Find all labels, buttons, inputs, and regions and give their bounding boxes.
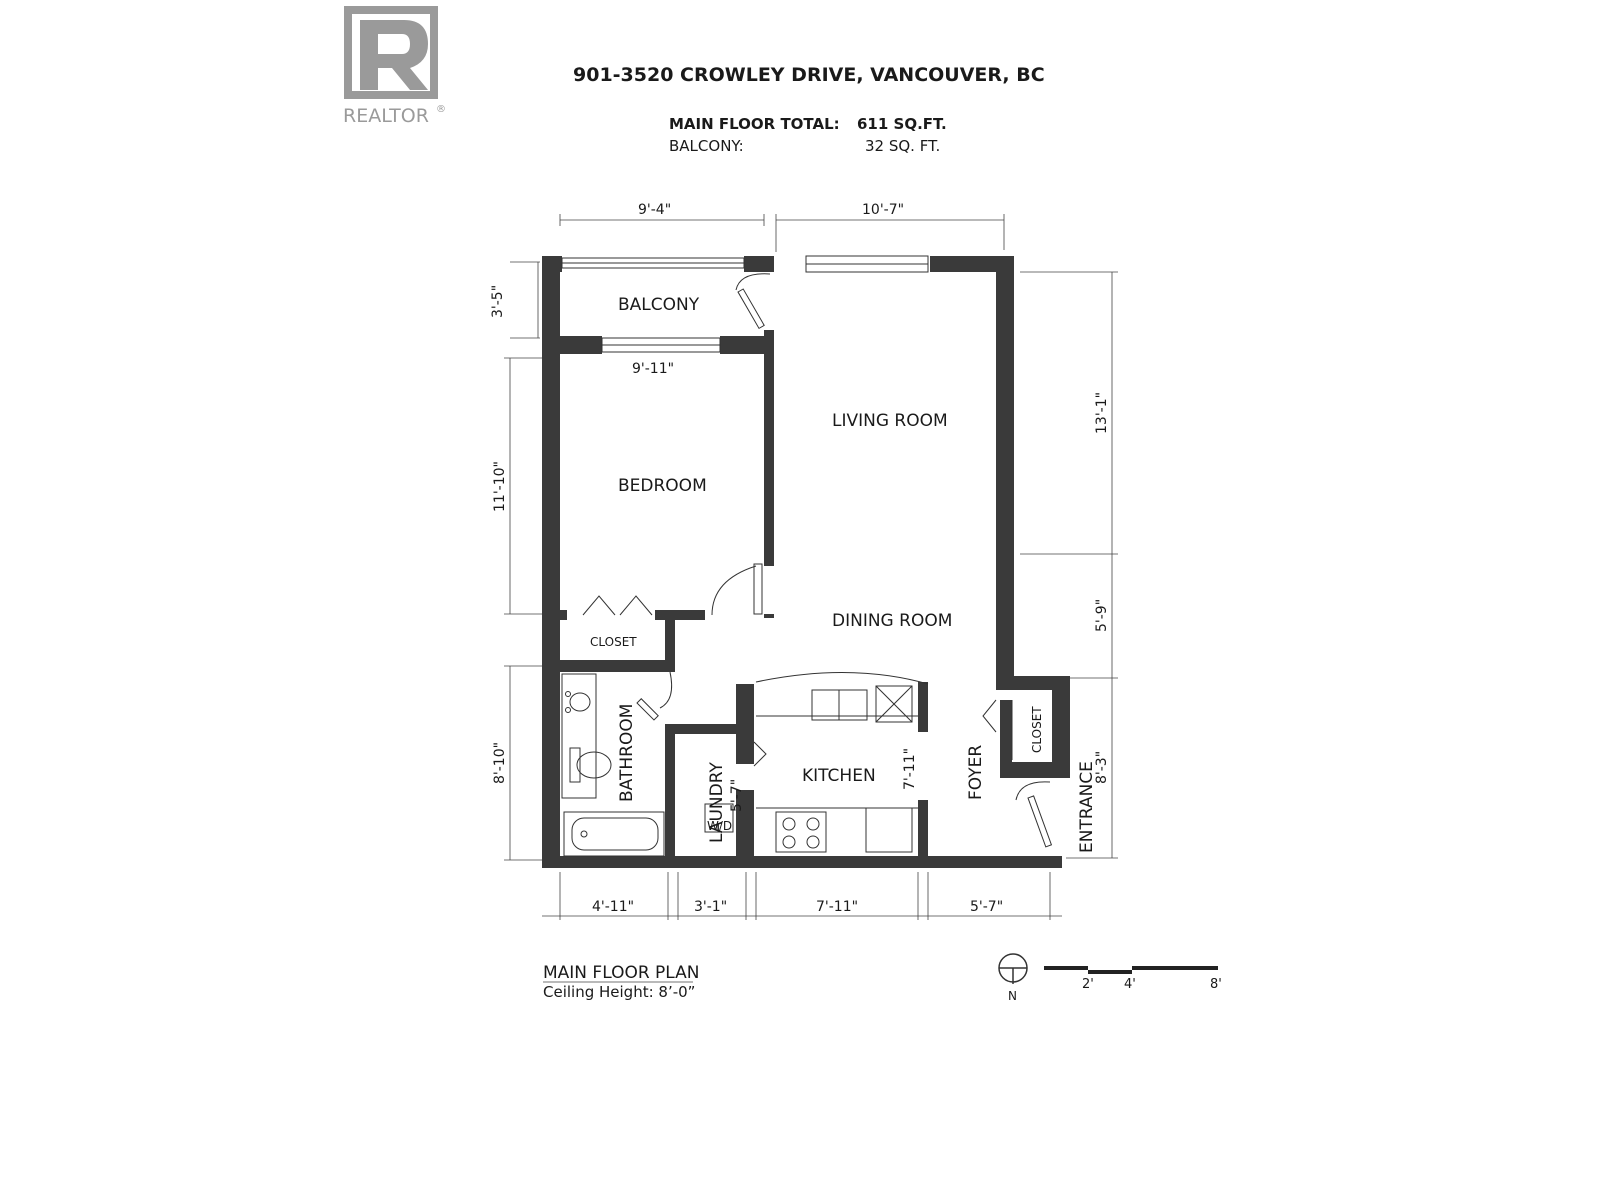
toilet-icon	[569, 747, 581, 783]
dim-entrance-height: 8'-3"	[1094, 751, 1110, 784]
balcony-area-value: 32 SQ. FT.	[865, 137, 940, 155]
room-closet-entry: CLOSET	[1030, 706, 1044, 753]
bath-counter	[561, 673, 597, 799]
room-wd: W/D	[707, 819, 732, 833]
ceiling-height: Ceiling Height: 8’-0”	[543, 983, 695, 1001]
dishwasher-icon	[875, 685, 913, 723]
walls	[542, 256, 1070, 868]
sink-icon	[569, 692, 591, 712]
main-floor-total-value: 611 SQ.FT.	[857, 115, 947, 133]
address-title: 901-3520 CROWLEY DRIVE, VANCOUVER, BC	[573, 64, 1045, 86]
room-dining: DINING ROOM	[832, 611, 952, 631]
dimension-lines	[504, 214, 1118, 920]
dim-dining-height: 5'-9"	[1094, 599, 1110, 632]
dim-top-right: 10'-7"	[862, 202, 904, 218]
balcony-area-label: BALCONY:	[669, 137, 744, 155]
doors	[582, 273, 1053, 848]
main-floor-total-label: MAIN FLOOR TOTAL:	[669, 115, 840, 133]
room-foyer: FOYER	[966, 745, 986, 800]
windows	[561, 255, 929, 353]
dim-bottom-foyer: 5'-7"	[970, 899, 1003, 915]
dim-top-left: 9'-4"	[638, 202, 671, 218]
washer-dryer-icon	[704, 803, 734, 833]
fixtures	[561, 672, 1013, 857]
realtor-logo: REALTOR ®	[343, 6, 446, 127]
fridge-icon	[865, 807, 913, 853]
stove-icon	[775, 811, 827, 853]
dim-bottom-laundry: 3'-1"	[694, 899, 727, 915]
plan-title: MAIN FLOOR PLAN	[543, 963, 700, 983]
realtor-r-icon	[360, 20, 428, 90]
realtor-logo-text: REALTOR	[343, 105, 429, 127]
dim-laundry-height: 5'-7"	[729, 779, 745, 812]
dim-living-height: 13'-1"	[1094, 392, 1110, 434]
bathtub-icon	[563, 811, 665, 857]
dim-balcony-height: 3'-5"	[490, 285, 506, 318]
scale-label-8: 8'	[1210, 977, 1222, 992]
room-bedroom: BEDROOM	[618, 476, 707, 496]
room-closet-bedroom: CLOSET	[590, 635, 637, 649]
scale-bar: 2' 4' 8'	[1044, 966, 1222, 992]
dim-bath-height: 8'-10"	[492, 742, 508, 784]
room-kitchen: KITCHEN	[802, 766, 876, 786]
room-balcony: BALCONY	[618, 295, 700, 315]
room-entrance: ENTRANCE	[1077, 761, 1097, 853]
dim-bottom-bath: 4'-11"	[592, 899, 634, 915]
dim-bedroom-width: 9'-11"	[632, 361, 674, 377]
kitchen-counter	[755, 672, 929, 685]
scale-label-4: 4'	[1124, 977, 1136, 992]
dim-kitchen-height: 7'-11"	[902, 748, 918, 790]
dim-bedroom-height: 11'-10"	[492, 461, 508, 512]
north-label: N	[1008, 989, 1017, 1003]
dim-bottom-kitchen: 7'-11"	[816, 899, 858, 915]
scale-label-2: 2'	[1082, 977, 1094, 992]
room-laundry: LAUNDRY	[707, 762, 727, 843]
room-living: LIVING ROOM	[832, 411, 948, 431]
north-arrow: N	[998, 953, 1028, 1003]
registered-mark: ®	[436, 104, 446, 115]
room-bathroom: BATHROOM	[617, 704, 637, 802]
